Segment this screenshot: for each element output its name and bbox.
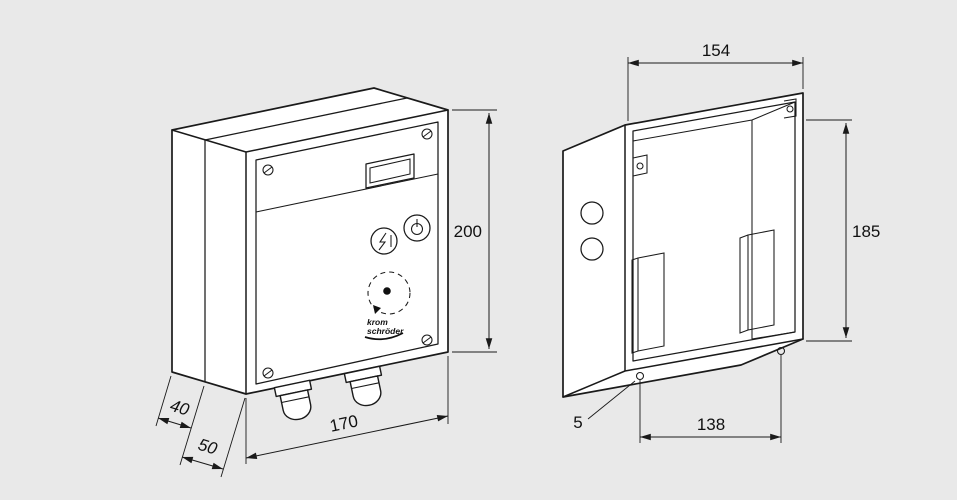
rear-view-dimensions: 154 185 138 5 [573, 41, 880, 443]
cover-split-edge [204, 97, 408, 383]
reset-button [370, 227, 398, 255]
mounting-hole-left [635, 371, 645, 381]
knob-dot [383, 287, 391, 295]
logo-line1: krom [367, 317, 388, 327]
rear-height-extension-lines [806, 119, 852, 342]
screw-icon [262, 367, 274, 379]
housing-silhouette [171, 87, 449, 395]
program-knob [367, 271, 411, 315]
display-screen [369, 158, 411, 184]
power-button [403, 214, 431, 242]
dim-hole-spacing-label: 138 [697, 415, 725, 434]
screw-icon [262, 164, 274, 176]
panel-strip-line [255, 173, 439, 213]
hole-spacing-extension-lines [639, 355, 782, 443]
height-extension-lines [452, 109, 497, 353]
width-dimension-line [245, 414, 449, 460]
clip-hole-icon [636, 162, 644, 170]
enclosure-edges [562, 124, 804, 398]
mounting-hole-right [776, 346, 786, 356]
display-frame [365, 153, 415, 189]
knob-pointer-icon [373, 305, 381, 314]
dim-rear-height-label: 185 [852, 222, 880, 241]
screw-icon [421, 128, 433, 140]
depth-rear-dimension-line [157, 417, 192, 429]
lightning-icon [378, 232, 387, 251]
interior-back-wall [632, 101, 796, 340]
cable-gland-right [343, 365, 383, 407]
dim-depth-rear-label: 40 [168, 396, 192, 420]
dim-height-label: 200 [454, 222, 482, 241]
cover-screws [262, 128, 433, 379]
clip-hole-icon [786, 105, 794, 113]
dim-rear-width-label: 154 [702, 41, 730, 60]
housing-edges [171, 109, 449, 395]
hole-leader-line [587, 380, 636, 420]
front-view-dimensions: 200 170 40 50 [155, 109, 497, 478]
brand-logo: krom schröder [364, 317, 404, 341]
fixing-clip-top-right [783, 98, 797, 119]
enclosure-rear-view [562, 92, 804, 398]
logo-line2: schröder [367, 326, 404, 336]
front-panel-border [255, 121, 439, 385]
enclosure-silhouette [562, 92, 804, 398]
depth-front-dimension-line [181, 456, 224, 470]
dim-hole-diameter-label: 5 [573, 413, 582, 432]
side-knockout-bottom [580, 237, 604, 261]
fixing-clip-top-left [632, 154, 648, 177]
interior-channel-right [739, 229, 775, 334]
screw-icon [421, 334, 433, 346]
cable-gland-left [273, 379, 313, 421]
logo-swoosh [364, 332, 404, 341]
knob-outline [367, 271, 411, 315]
device-front-view: krom schröder [171, 87, 449, 421]
interior-channel-left [631, 252, 665, 354]
side-knockout-top [580, 201, 604, 225]
dim-depth-front-label: 50 [196, 435, 220, 459]
